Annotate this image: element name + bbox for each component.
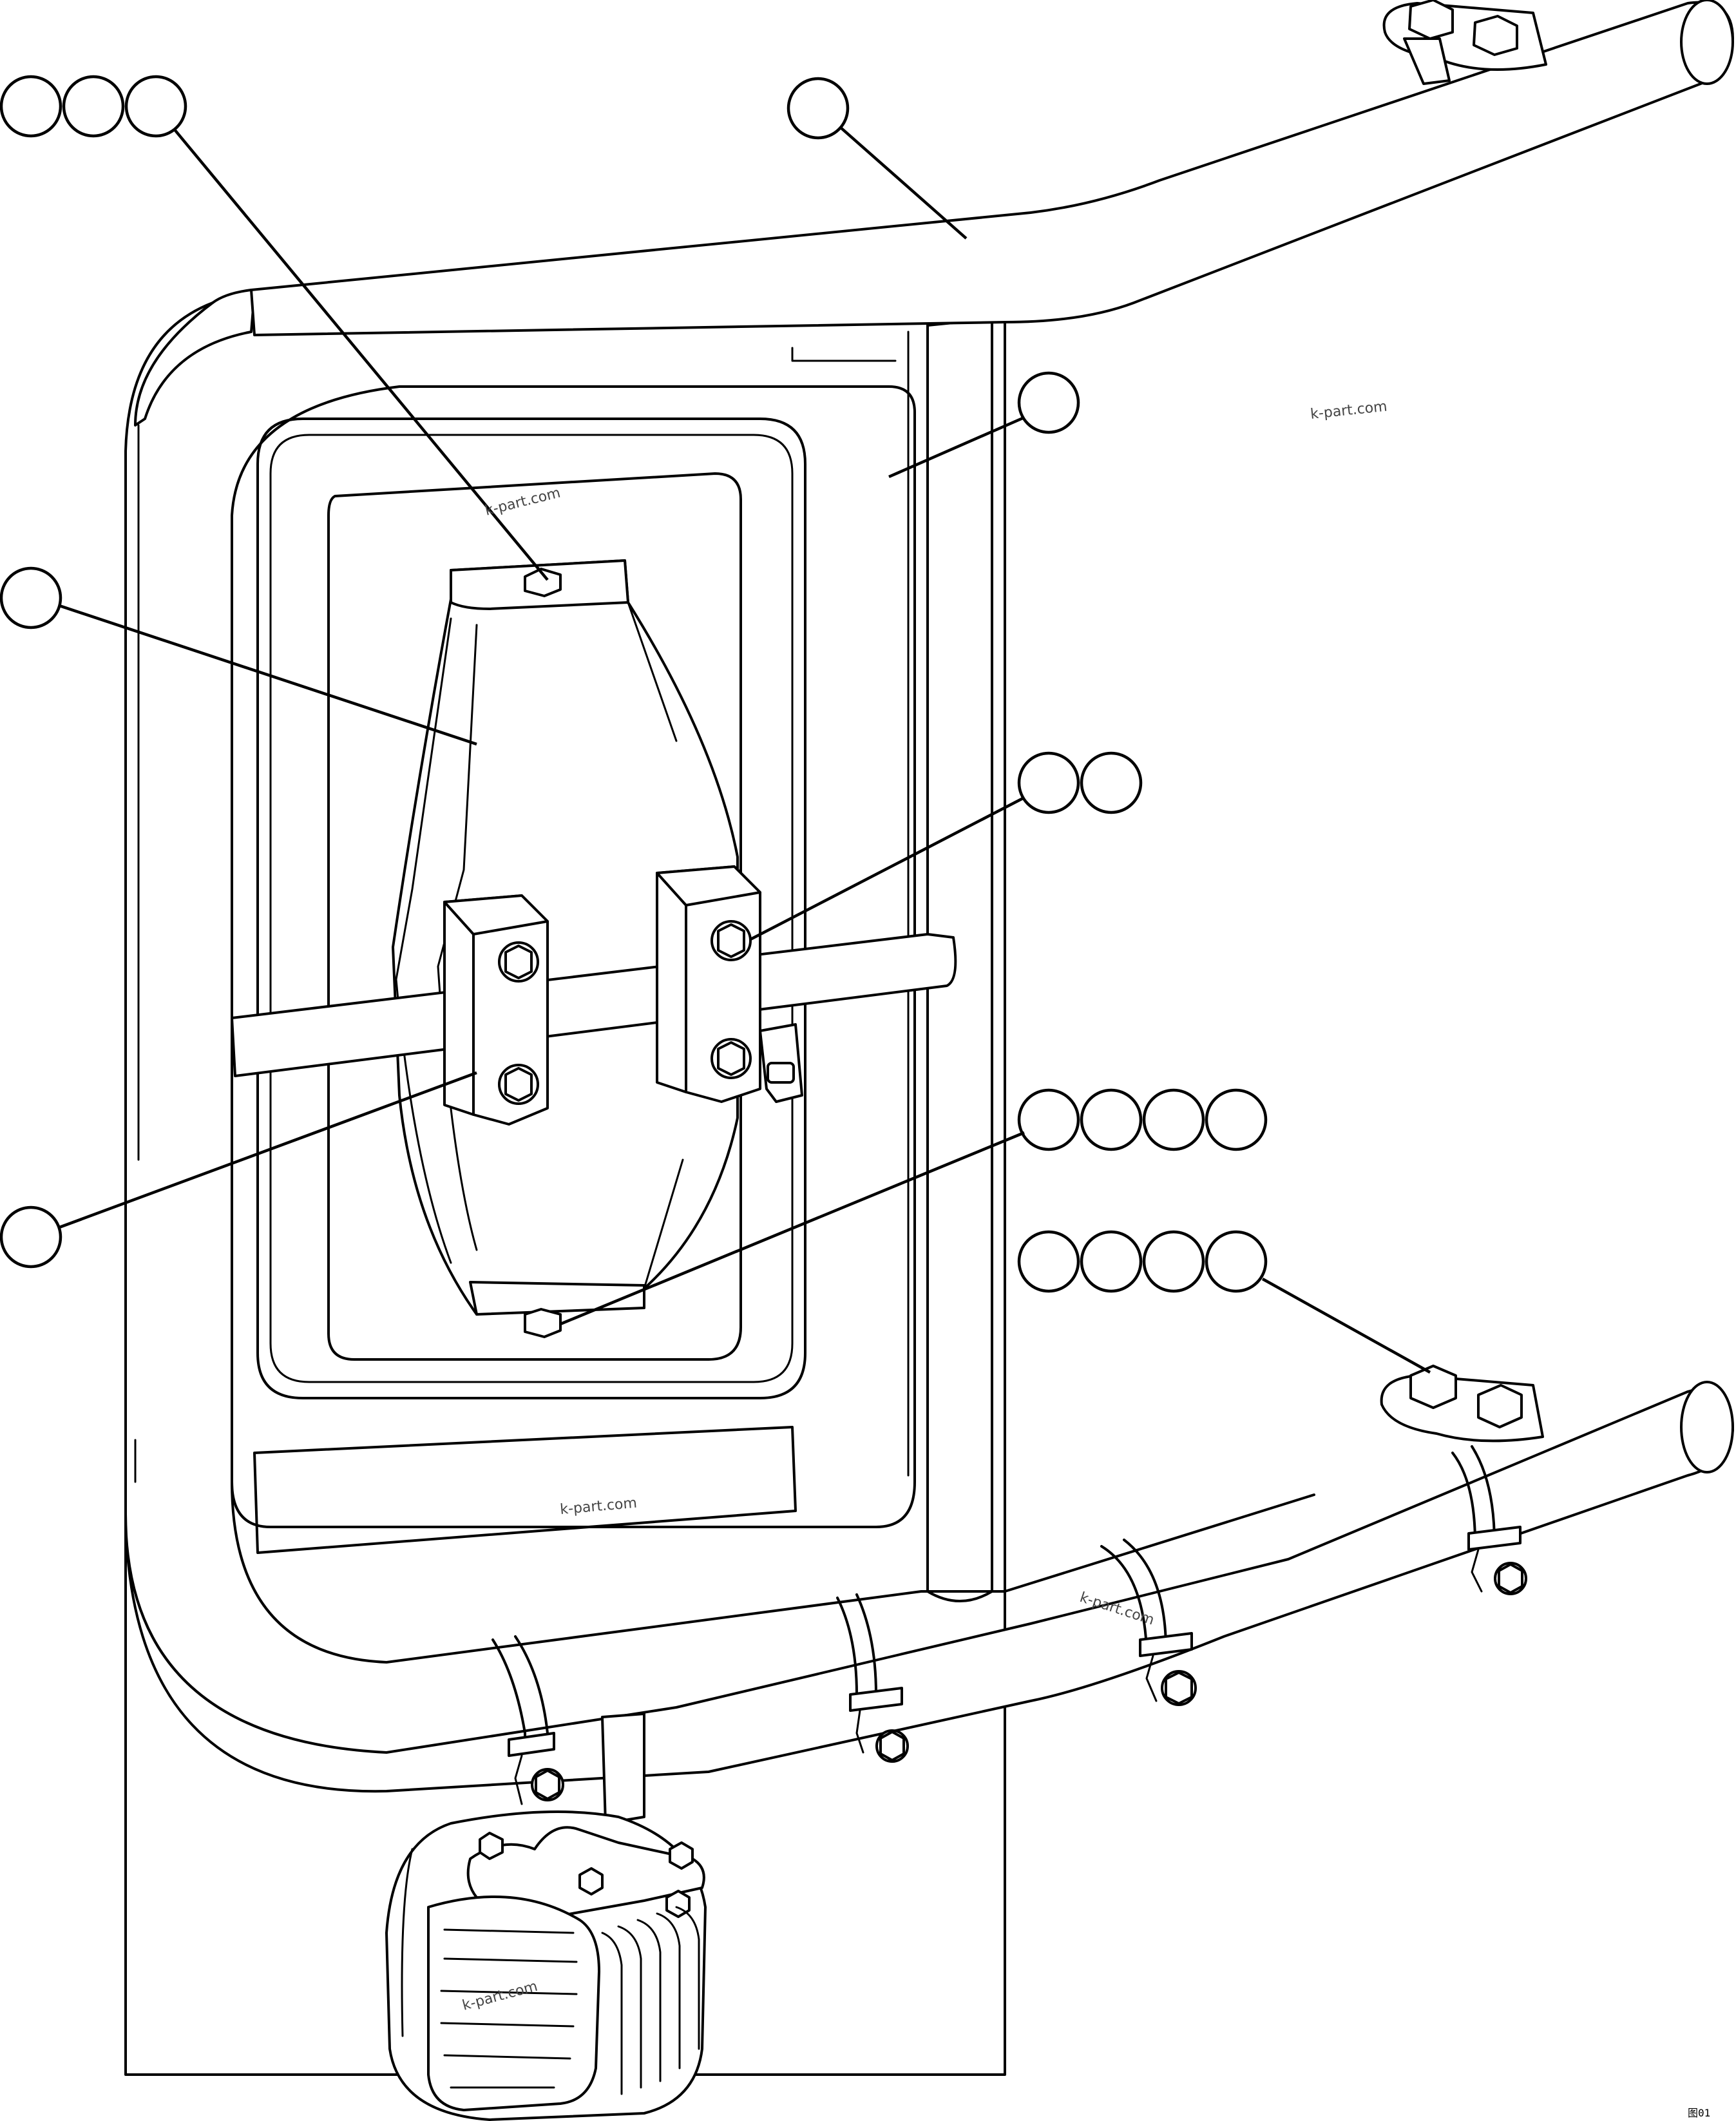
watermark-text: k-part.com [1310, 399, 1388, 423]
electrical-connector [759, 1023, 803, 1103]
bottom-tube [124, 1381, 1734, 1793]
callout-circle [124, 75, 187, 138]
watermark-text: k-part.com [483, 485, 562, 519]
callout-circle [1080, 1088, 1143, 1151]
leader-line [749, 796, 1025, 941]
callout-circle [1017, 1088, 1080, 1151]
callout-group-4 [0, 566, 477, 746]
callout-circle [1142, 1230, 1205, 1293]
tube-clamp-2 [836, 1593, 909, 1763]
bottom-bracket [1380, 1365, 1544, 1443]
tube-clamp-1 [491, 1635, 564, 1805]
callout-circle [0, 566, 62, 629]
vertical-post [907, 318, 993, 1602]
callout-group-3 [888, 371, 1080, 479]
callout-circle [0, 75, 62, 138]
leader-line [839, 126, 968, 240]
mirror-head [392, 559, 739, 1338]
callout-circle [787, 77, 850, 140]
callout-circle [1205, 1088, 1268, 1151]
tube-clamp-3 [1100, 1539, 1197, 1706]
callout-group-6 [0, 1071, 477, 1269]
callout-group-5 [749, 751, 1143, 941]
callout-circle [1080, 751, 1143, 814]
right-clamp [656, 865, 761, 1103]
figure-code: 图01 [1688, 2107, 1710, 2119]
callout-circle [0, 1205, 62, 1269]
callout-group-1 [0, 75, 549, 581]
horizontal-arm [231, 933, 957, 1077]
top-tube [250, 0, 1734, 336]
watermark-text: k-part.com [559, 1495, 638, 1518]
leader-line [560, 1131, 1025, 1326]
top-bracket [1382, 0, 1547, 85]
leader-line [173, 128, 549, 581]
leader-line [59, 604, 477, 746]
callout-circle [62, 75, 125, 138]
callout-circle [1080, 1230, 1143, 1293]
callout-circle [1142, 1088, 1205, 1151]
callout-group-7 [560, 1088, 1268, 1326]
leader-line [888, 416, 1025, 479]
callout-circle [1017, 751, 1080, 814]
callout-circle [1205, 1230, 1268, 1293]
work-lamp [385, 1713, 707, 2121]
callout-circle [1017, 371, 1080, 434]
leader-line [1261, 1278, 1431, 1374]
leader-line [59, 1071, 477, 1229]
callout-group-2 [787, 77, 968, 240]
callout-group-8 [1017, 1230, 1431, 1374]
left-clamp [443, 894, 549, 1126]
tube-clamp-4 [1451, 1445, 1527, 1595]
callout-circle [1017, 1230, 1080, 1293]
